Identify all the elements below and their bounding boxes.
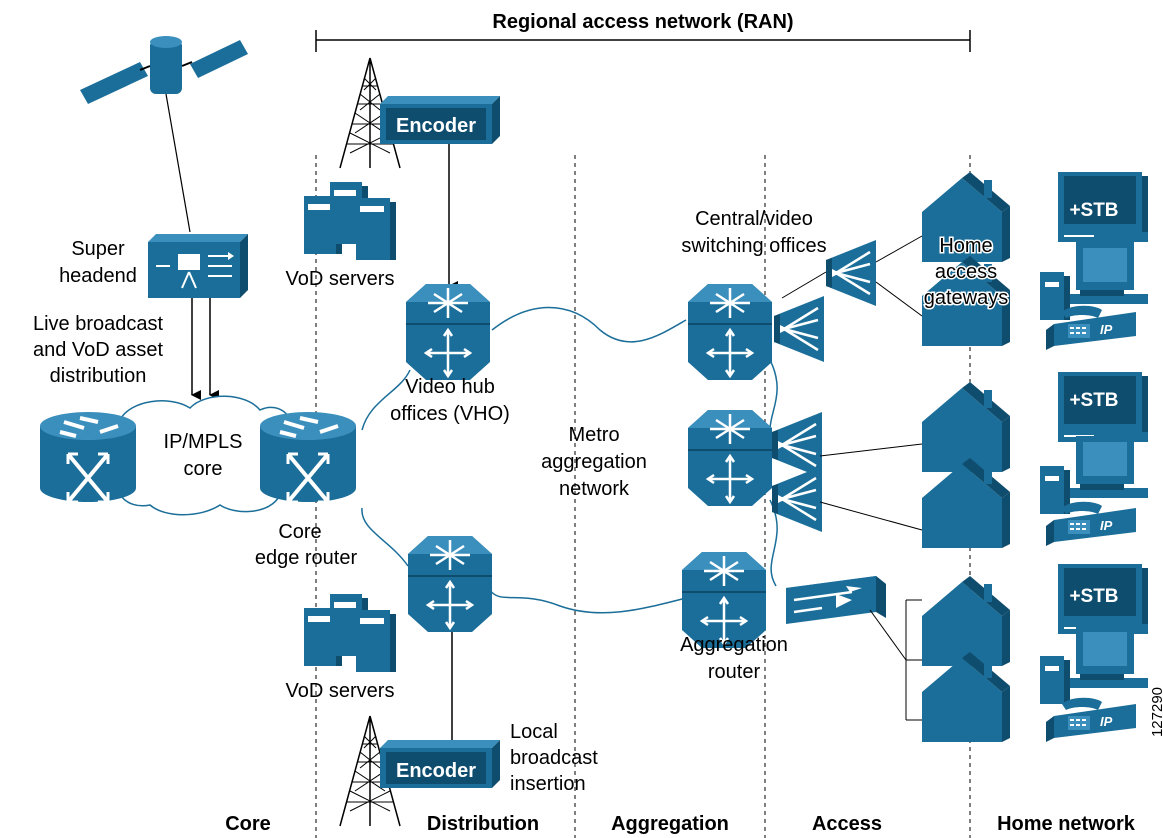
fanout-upper-icon	[824, 238, 878, 308]
home-devices-2: +STB IP	[1040, 371, 1149, 547]
metro-label-2: aggregation	[541, 451, 647, 473]
house-5-icon	[922, 576, 1010, 666]
access-node-icon	[786, 576, 886, 624]
metro-label-3: network	[559, 478, 630, 500]
agg-router-label-2: router	[708, 661, 761, 683]
ipmpls-label-1: IP/MPLS	[164, 431, 243, 453]
fanout-co-mid-b-icon	[770, 464, 824, 534]
encoder-top: Encoder	[380, 96, 500, 144]
ran-bracket	[315, 30, 971, 52]
zone-label-core: Core	[225, 813, 271, 835]
vod-servers-bottom-label: VoD servers	[286, 680, 395, 702]
super-headend-label-1: Super	[71, 238, 125, 260]
zone-label-distribution: Distribution	[427, 813, 539, 835]
encoder-bottom: Encoder	[380, 740, 500, 788]
encoder-bottom-label: Encoder	[396, 760, 476, 782]
home-devices-3: +STB IP	[1040, 563, 1149, 743]
satellite-icon	[80, 36, 248, 104]
agg-router-label-1: Aggregation	[680, 634, 788, 656]
zone-label-access: Access	[812, 813, 882, 835]
live-broadcast-label-1: Live broadcast	[33, 313, 164, 335]
live-broadcast-label-3: distribution	[50, 365, 147, 387]
pc-2-icon	[1040, 436, 1148, 514]
metro-ring	[361, 306, 778, 614]
live-broadcast-label-2: and VoD asset	[33, 339, 164, 361]
stb-label-3: +STB	[1069, 586, 1118, 607]
central-label-1: Central/video	[695, 208, 813, 230]
home-gw-label-1: Home	[939, 235, 992, 257]
local-label-3: insertion	[510, 773, 586, 795]
core-edge-label-2: edge router	[255, 547, 358, 569]
central-label-2: switching offices	[681, 235, 826, 257]
home-devices-1: +STB IP	[1040, 171, 1149, 351]
metro-label-1: Metro	[568, 424, 619, 446]
ran-title: Regional access network (RAN)	[492, 11, 793, 33]
encoder-top-label: Encoder	[396, 115, 476, 137]
fanout-co-top-icon	[772, 294, 826, 364]
vod-servers-top-label: VoD servers	[286, 268, 395, 290]
stb-label-1: +STB	[1069, 200, 1118, 221]
fanout-co-mid-a-icon	[770, 410, 824, 480]
local-label-1: Local	[510, 721, 558, 743]
co-switch-middle-icon	[686, 408, 774, 508]
house-3-icon	[922, 382, 1010, 472]
core-edge-router-icon	[258, 410, 358, 504]
core-router-left-icon	[38, 410, 138, 504]
super-headend-label-2: headend	[59, 265, 137, 287]
vho-switch-bottom-icon	[406, 534, 494, 634]
pc-3-icon	[1040, 626, 1148, 704]
zone-label-aggregation: Aggregation	[611, 813, 729, 835]
phone-3-icon	[1045, 696, 1137, 743]
super-headend-icon	[148, 234, 248, 298]
vod-servers-top-icon	[304, 182, 396, 260]
vho-label-1: Video hub	[405, 376, 495, 398]
access-lines	[781, 235, 923, 721]
figure-id: 127290	[1149, 687, 1163, 737]
vho-label-2: offices (VHO)	[390, 403, 510, 425]
local-label-2: broadcast	[510, 747, 598, 769]
home-gw-label-3: gateways	[924, 287, 1009, 309]
vho-switch-top-icon	[404, 282, 492, 382]
vod-servers-bottom-icon	[304, 594, 396, 672]
co-switch-top-icon	[686, 282, 774, 382]
ip-label-3: IP	[1100, 714, 1113, 729]
stb-label-2: +STB	[1069, 390, 1118, 411]
core-edge-label-1: Core	[278, 521, 321, 543]
ip-label-1: IP	[1100, 322, 1113, 337]
ipmpls-label-2: core	[184, 458, 223, 480]
home-gw-label-2: access	[935, 261, 997, 283]
ip-label-2: IP	[1100, 518, 1113, 533]
zone-label-home-network: Home network	[997, 813, 1136, 835]
